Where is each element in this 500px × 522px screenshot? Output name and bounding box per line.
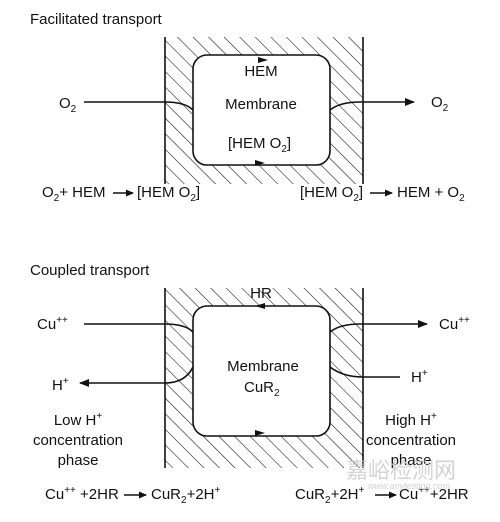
facilitated-equation-right: [HEM O2] HEM + O2 (300, 184, 465, 204)
svg-text:Cu+++2HR: Cu+++2HR (399, 485, 469, 503)
h-outflow-arrow (79, 366, 194, 387)
o2-inflow-arrow (84, 101, 194, 111)
svg-text:Low H+: Low H+ (54, 411, 103, 429)
facilitated-equation-left: O2+ HEM [HEM O2] (42, 184, 200, 204)
high-h-phase-label: High H+ concentration phase (366, 411, 456, 469)
membrane-label: Membrane (227, 358, 299, 375)
svg-text:CuR2+2H+: CuR2+2H+ (295, 485, 365, 506)
coupled-title: Coupled transport (30, 262, 150, 279)
membrane-label: Membrane (225, 96, 297, 113)
h-right-label: H+ (411, 368, 428, 386)
svg-text:[HEM O2]: [HEM O2] (137, 184, 200, 204)
o2-outflow-arrow (329, 98, 415, 111)
facilitated-transport-section: Facilitated transport HEM Membrane [HEM … (30, 11, 465, 204)
svg-text:concentration: concentration (366, 432, 456, 449)
o2-left-label: O2 (59, 95, 77, 115)
coupled-transport-section: Coupled transport HR Membrane CuR2 Cu++ … (30, 262, 470, 506)
low-h-phase-label: Low H+ concentration phase (33, 411, 123, 469)
watermark-text: 嘉峪检测网 (346, 459, 456, 484)
watermark-url: www.anytesting.com (368, 481, 451, 491)
svg-text:HEM + O2: HEM + O2 (397, 184, 465, 204)
watermark: 嘉峪检测网 www.anytesting.com (346, 459, 456, 491)
cu-left-label: Cu++ (37, 315, 68, 333)
svg-text:concentration: concentration (33, 432, 123, 449)
facilitated-title: Facilitated transport (30, 11, 163, 28)
svg-text:O2+ HEM: O2+ HEM (42, 184, 106, 204)
loop-arrow-bottom (255, 430, 265, 436)
cu-inflow-arrow (84, 323, 194, 333)
o2-right-label: O2 (431, 94, 449, 114)
coupled-equation-right: CuR2+2H+ Cu+++2HR (295, 485, 469, 506)
svg-text:phase: phase (58, 452, 99, 469)
cu-right-label: Cu++ (439, 315, 470, 333)
cu-outflow-arrow (329, 320, 428, 333)
h-inflow-arrow (329, 366, 400, 378)
loop-arrow-top (258, 57, 268, 63)
coupled-equation-left: Cu++ +2HR CuR2+2H+ (45, 485, 221, 506)
svg-text:High H+: High H+ (385, 411, 437, 429)
loop-arrow-bottom (255, 160, 265, 166)
carrier-label-hem: HEM (244, 63, 277, 80)
svg-text:phase: phase (391, 452, 432, 469)
svg-text:CuR2+2H+: CuR2+2H+ (151, 485, 221, 506)
complex-label: CuR2 (244, 379, 280, 399)
loop-arrow-top (255, 303, 265, 309)
svg-text:[HEM O2]: [HEM O2] (300, 184, 363, 204)
svg-text:Cu++ +2HR: Cu++ +2HR (45, 485, 119, 503)
carrier-label-hr: HR (250, 285, 272, 302)
complex-label: [HEM O2] (228, 135, 291, 155)
h-left-label: H+ (52, 376, 69, 394)
